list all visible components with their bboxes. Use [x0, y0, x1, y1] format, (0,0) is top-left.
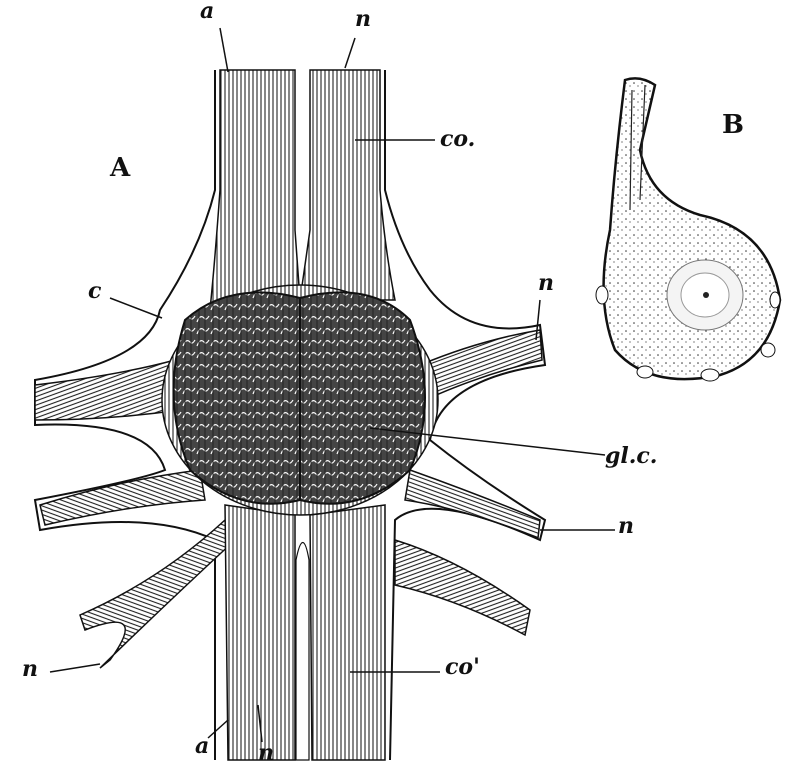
- connective-right-upper: [299, 69, 396, 301]
- label-glc: gl.c.: [605, 443, 658, 469]
- label-co: co.: [440, 126, 476, 152]
- label-panel-b: B: [722, 110, 744, 140]
- connective-right-lower: [309, 504, 386, 761]
- label-a-top: a: [200, 0, 215, 24]
- label-a-bottom: a: [195, 733, 210, 759]
- label-n-bottom: n: [258, 740, 274, 766]
- label-panel-a: A: [110, 153, 131, 183]
- label-n-left-lower: n: [22, 656, 38, 682]
- connective-left-upper: [209, 69, 301, 311]
- nerve-cell-b: [595, 77, 782, 382]
- label-c: c: [88, 278, 102, 304]
- label-n-top: n: [355, 6, 371, 32]
- label-n-right-upper: n: [538, 270, 554, 296]
- ganglion-left-half: [172, 291, 301, 505]
- label-n-right-lower: n: [618, 513, 634, 539]
- label-co-prime: co': [445, 654, 480, 680]
- ganglion-right-half: [299, 291, 426, 505]
